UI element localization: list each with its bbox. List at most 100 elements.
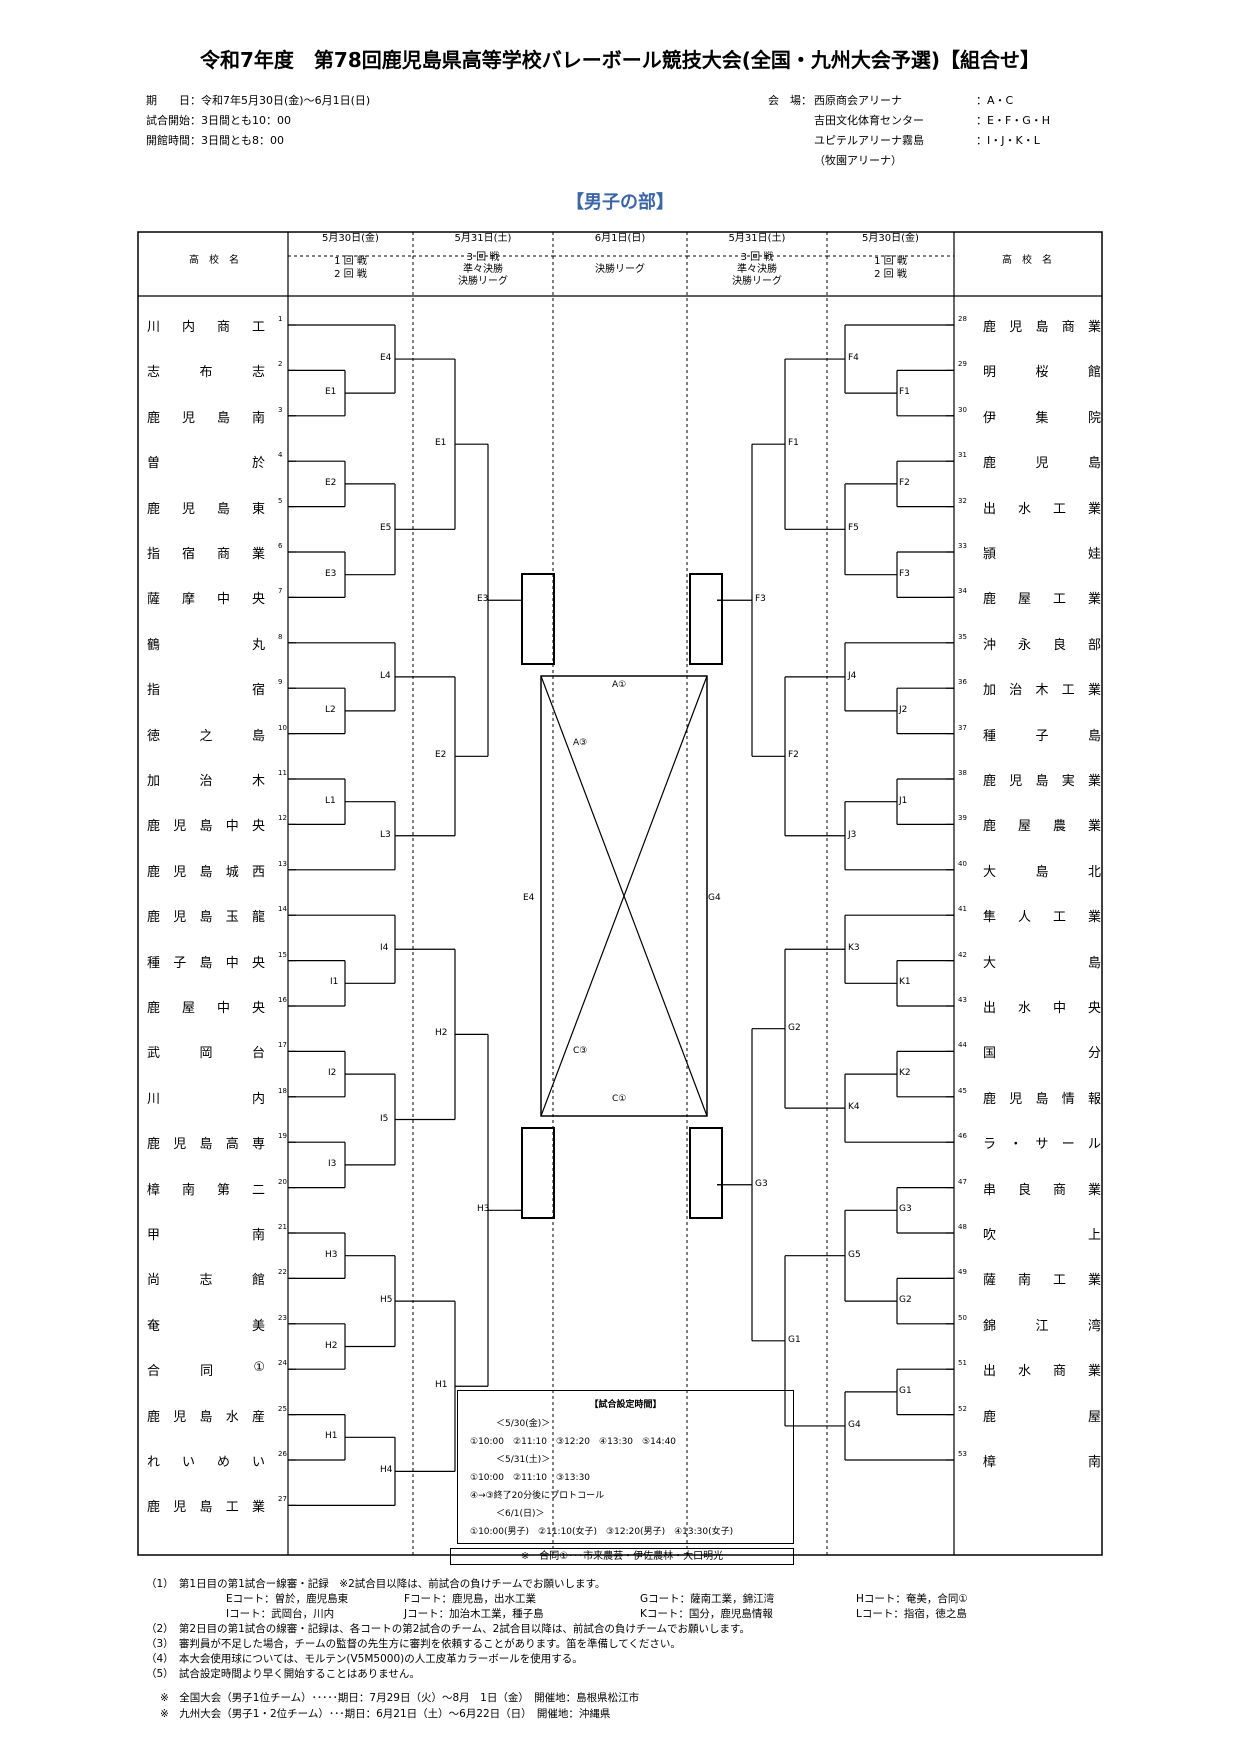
header-school-left: 高 校 名 <box>189 255 239 266</box>
team-char: 中 <box>225 955 239 971</box>
team-char: 水 <box>1017 501 1031 517</box>
match-label-j1-29: J1 <box>899 795 908 806</box>
header-date-left-1: 5月30日(金) <box>322 233 379 244</box>
team-char: 工 <box>251 320 265 335</box>
page-title: 令和7年度 第78回鹿児島県高等学校バレーボール競技大会(全国・九州大会予選)【… <box>199 48 1041 72</box>
header-round-right-1b: 2 回 戦 <box>874 269 907 280</box>
note-court-i: Iコート：武岡台，川内 <box>226 1608 335 1620</box>
header-round-left-2a: 3 回 戦 <box>466 252 500 263</box>
team-char: 志 <box>199 1273 213 1289</box>
right-team-42: 大島 <box>983 952 1101 971</box>
team-char: 児 <box>173 1500 187 1516</box>
team-char: ー <box>1061 1137 1075 1153</box>
match-label-k4-40: K4 <box>848 1102 860 1113</box>
right-seed-37: 37 <box>958 723 967 732</box>
team-char: 桜 <box>1035 365 1049 381</box>
match-label-g3-48: G3 <box>755 1178 768 1189</box>
team-char: 国 <box>983 1046 997 1062</box>
team-char: 農 <box>1052 819 1066 835</box>
left-seed-10: 10 <box>278 723 287 732</box>
right-seed-28: 28 <box>958 315 967 323</box>
team-char: 薩 <box>983 1273 997 1289</box>
final-league-rect <box>540 675 708 1117</box>
venue-4-name: （牧園アリーナ） <box>814 154 902 167</box>
team-char: 業 <box>251 1500 265 1516</box>
match-label-f1-43: F1 <box>788 438 799 449</box>
team-char: 内 <box>181 320 195 335</box>
right-seed-31: 31 <box>958 451 967 460</box>
left-seed-5: 5 <box>278 496 283 505</box>
team-char: 吹 <box>983 1228 997 1243</box>
team-char: 島 <box>216 501 230 517</box>
match-label-e5-12: E5 <box>380 523 392 534</box>
team-char: 中 <box>1052 1001 1066 1016</box>
venue-1-name: 西原商会アリーナ <box>814 94 902 107</box>
left-team-5: 鹿児島東 <box>147 498 265 517</box>
team-char: 串 <box>983 1182 997 1198</box>
right-team-33: 頴娃 <box>983 543 1101 562</box>
right-team-31: 鹿児島 <box>983 452 1101 471</box>
team-char: 児 <box>173 1409 187 1425</box>
team-char: 工 <box>1052 1273 1066 1289</box>
team-char: 業 <box>1087 683 1101 699</box>
right-team-30: 伊集院 <box>983 407 1101 426</box>
match-label-l2-3: L2 <box>325 704 336 715</box>
schedule-day1-times: ①10:00 ②11:10 ③12:20 ④13:30 ⑤14:40 <box>470 1437 677 1447</box>
team-char: 摩 <box>181 592 195 608</box>
match-label-h1-22: H1 <box>435 1380 448 1391</box>
left-seed-6: 6 <box>278 542 283 550</box>
team-char: 子 <box>1035 728 1049 744</box>
right-team-40: 大島北 <box>983 861 1101 880</box>
team-char: 島 <box>199 955 213 971</box>
match-label-i1-5: I1 <box>330 977 339 988</box>
team-char: 加 <box>147 774 161 789</box>
team-char: 水 <box>225 1409 239 1425</box>
left-seed-11: 11 <box>278 769 287 777</box>
team-char: 鹿 <box>147 819 161 835</box>
team-char: 実 <box>1061 774 1075 789</box>
team-char: 宿 <box>251 683 265 699</box>
note-court-f: Fコート：鹿児島，出水工業 <box>404 1593 537 1605</box>
team-char: 出 <box>983 1364 997 1380</box>
team-char: 南 <box>251 410 265 426</box>
schedule-day2-times: ①10:00 ②11:10 ③13:30 <box>470 1473 591 1483</box>
team-char: 奄 <box>147 1318 161 1334</box>
left-seed-13: 13 <box>278 859 287 868</box>
right-seed-36: 36 <box>958 678 967 687</box>
team-char: 之 <box>199 728 213 744</box>
team-char: 沖 <box>983 637 997 653</box>
team-char: 高 <box>225 1137 239 1153</box>
team-char: 児 <box>173 819 187 835</box>
header-round-final: 決勝リーグ <box>595 264 645 275</box>
header-round-left-2c: 決勝リーグ <box>458 276 508 287</box>
team-char: 種 <box>147 955 161 971</box>
left-team-7: 薩摩中央 <box>147 588 265 607</box>
team-char: 島 <box>1087 728 1101 744</box>
info-start-time: 試合開始：3日間とも10：00 <box>146 114 291 127</box>
left-team-19: 鹿児島高専 <box>147 1133 265 1152</box>
right-team-36: 加治木工業 <box>983 679 1101 698</box>
match-label-g3-32: G3 <box>899 1204 912 1215</box>
right-team-46: ラ・サール <box>983 1133 1101 1152</box>
match-label-a3-52: A③ <box>573 738 588 748</box>
right-team-37: 種子島 <box>983 725 1101 744</box>
header-round-left-2b: 準々決勝 <box>463 264 503 275</box>
team-char: 児 <box>181 410 195 426</box>
right-seed-32: 32 <box>958 496 967 505</box>
info-dates: 期 日：令和7年5月30日(金)～6月1日(日) <box>146 94 371 107</box>
team-char: 同 <box>200 1364 214 1380</box>
match-label-h2-9: H2 <box>325 1340 338 1351</box>
team-char: 工 <box>1052 592 1066 608</box>
team-char: 館 <box>1087 365 1101 381</box>
team-char: 島 <box>199 819 213 835</box>
team-char: 島 <box>251 728 265 744</box>
team-char: 良 <box>1052 637 1066 653</box>
header-date-final: 6月1日(日) <box>594 233 646 244</box>
left-team-15: 種子島中央 <box>147 952 265 971</box>
right-team-43: 出水中央 <box>983 997 1101 1016</box>
team-char: 玉 <box>225 910 239 926</box>
left-seed-18: 18 <box>278 1086 287 1095</box>
team-char: 樟 <box>983 1455 997 1470</box>
team-char: 商 <box>216 320 230 335</box>
team-char: 鹿 <box>147 1137 161 1153</box>
